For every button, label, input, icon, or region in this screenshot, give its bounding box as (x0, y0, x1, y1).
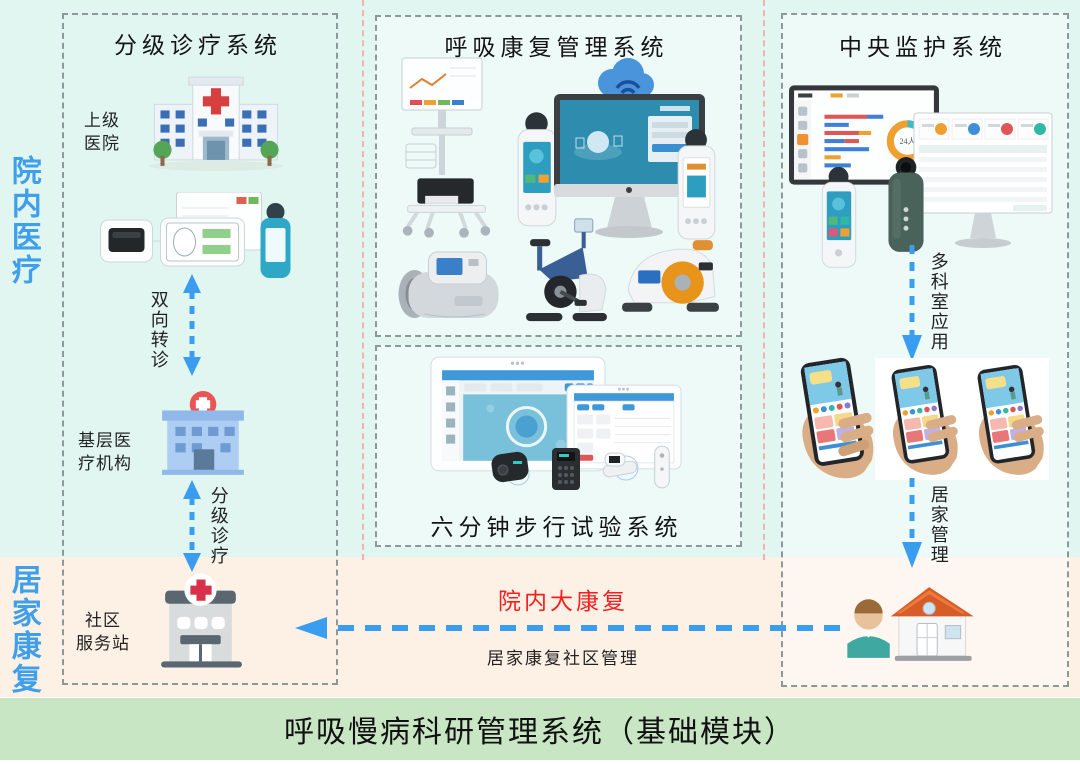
home-management-arrow (900, 478, 924, 568)
column-separator-right (763, 0, 765, 560)
imac-login-screen-icon (552, 92, 707, 242)
dashboard-donut-count: 24人 (899, 137, 915, 146)
home-patient-icon (836, 575, 988, 671)
walk-test-box-title: 六分钟步行试验系统 (430, 515, 683, 540)
monitor-box-title: 中央监护系统 (839, 35, 1007, 60)
primary-care-clinic-icon (157, 390, 249, 480)
spirometer-colorful-icon (818, 166, 860, 270)
walk-test-tablet-icon (430, 356, 606, 472)
exercise-bike-icon (524, 216, 610, 324)
bidirectional-referral-label: 双向转诊 (148, 290, 169, 370)
in-hospital-rehab-label: 院内大康复 (498, 589, 628, 614)
column-separator-left (362, 0, 364, 560)
footer-module-title: 呼吸慢病科研管理系统（基础模块） (284, 716, 796, 749)
sensor-stick-icon (652, 444, 672, 490)
community-management-label: 居家康复社区管理 (487, 649, 639, 668)
mobile-cart-monitor-icon (386, 56, 498, 178)
upper-hospital-label: 上级 医院 (84, 111, 120, 153)
spirometry-workstation-icon (98, 192, 294, 282)
community-station-icon (153, 572, 249, 674)
triage-system-box (62, 13, 338, 685)
community-station-label: 社区 服务站 (76, 611, 130, 653)
rehab-box-title: 呼吸康复管理系统 (444, 35, 669, 60)
zone-label-home-rehab: 居家康复 (6, 564, 40, 696)
table-monitor-icon (912, 112, 1054, 252)
cloud-wifi-icon (588, 54, 658, 106)
fingertip-oximeter-icon (600, 450, 640, 482)
hierarchical-triage-label: 分级诊疗 (208, 486, 229, 566)
handheld-spirometer-icon (514, 110, 560, 230)
pulse-oximeter-icon (490, 450, 532, 486)
handheld-spirometer-icon-2 (674, 128, 719, 242)
multi-department-arrow (900, 245, 924, 361)
triage-box-title: 分级诊疗系统 (114, 33, 282, 58)
home-management-label: 居家管理 (928, 485, 949, 565)
home-to-community-arrow (295, 615, 840, 641)
footer-module-bar: 呼吸慢病科研管理系统（基础模块） (0, 698, 1080, 760)
handheld-recorder-icon (550, 446, 582, 492)
primary-care-label: 基层医 疗机构 (78, 431, 132, 473)
phone-in-hand-icon-1 (786, 352, 878, 480)
phone-in-hand-icon-2 (878, 356, 962, 480)
printer-cart-icon (396, 176, 498, 240)
pedal-exerciser-icon (618, 236, 724, 322)
multi-department-label: 多科室应用 (928, 252, 949, 352)
phone-in-hand-icon-3 (964, 356, 1048, 480)
ventilator-cuff-device-icon (394, 244, 510, 324)
upper-hospital-icon (140, 66, 292, 172)
hierarchical-triage-arrow (180, 480, 204, 572)
bidirectional-referral-arrow (180, 274, 204, 376)
zone-label-in-hospital: 院内医疗 (6, 155, 40, 287)
green-handheld-device-icon (884, 156, 928, 254)
